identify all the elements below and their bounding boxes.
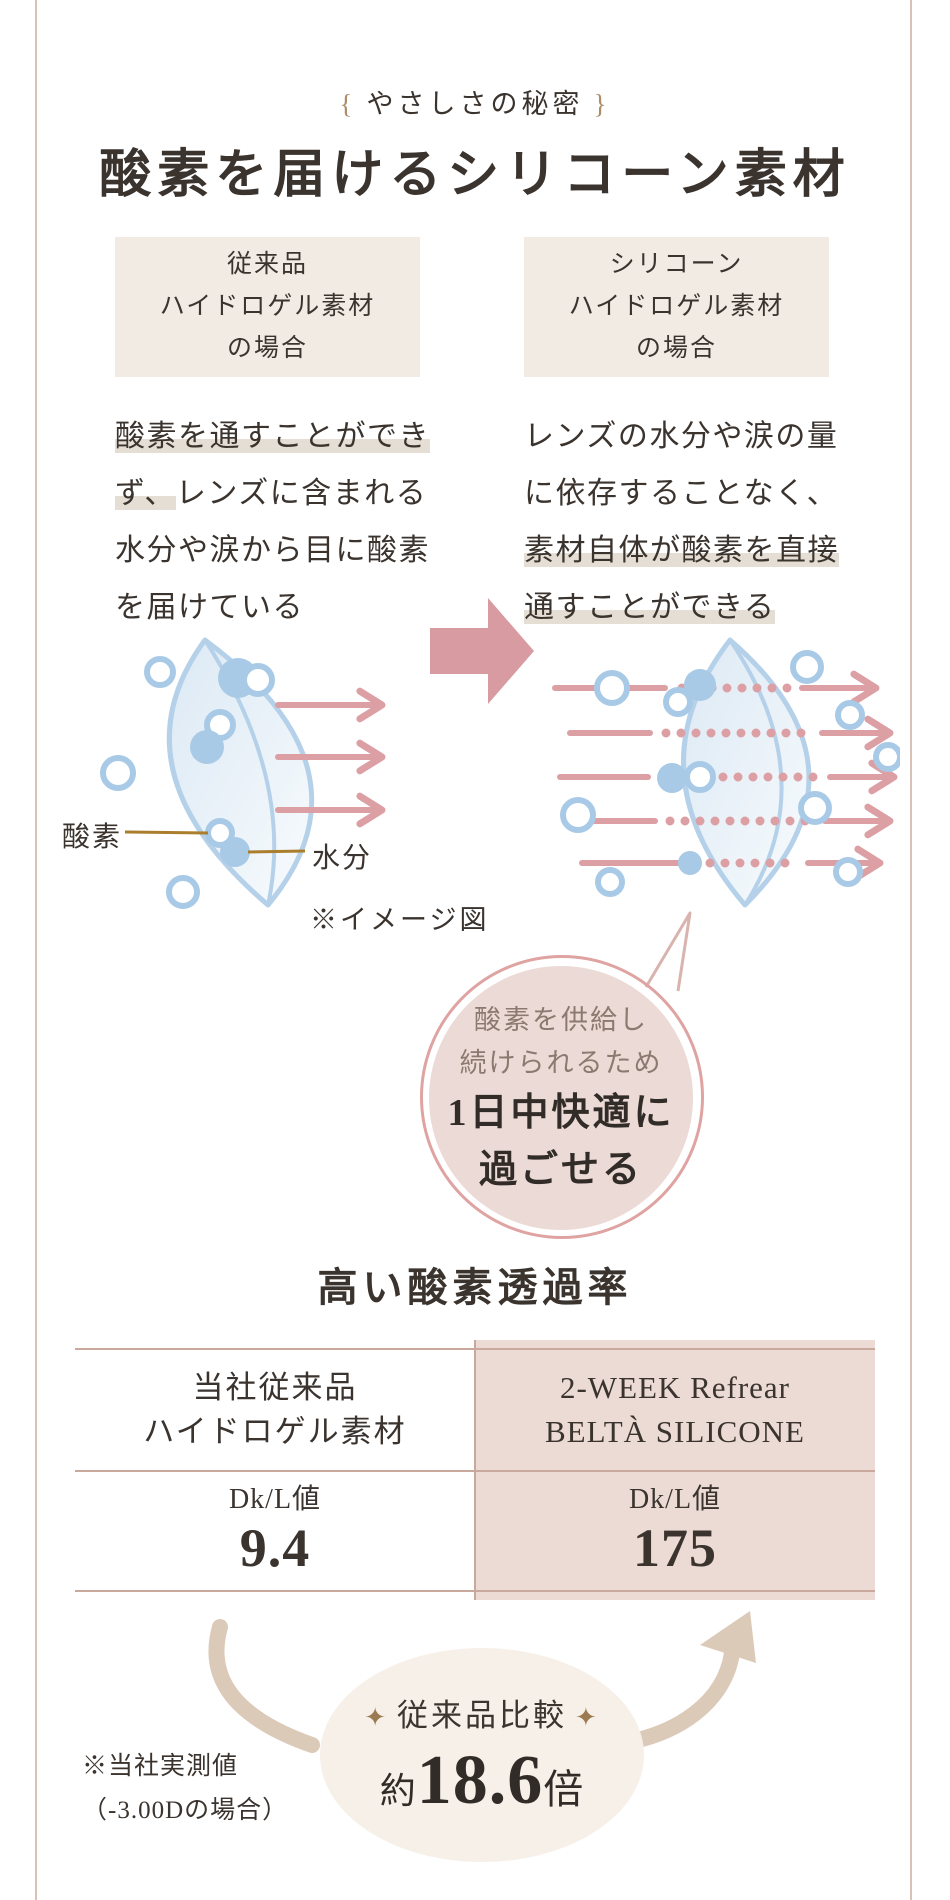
conventional-value-cell: Dk/L値 9.4 [75,1472,475,1590]
tagline: { やさしさの秘密} [0,82,950,121]
conventional-header-line: の場合 [226,335,308,362]
benefit-bubble: 酸素を供給し 続けられるため 1日中快適に 過ごせる [429,966,693,1230]
text-segment: に依存することなく、 [524,477,839,510]
image-caption: ※イメージ図 [310,905,490,935]
tagline-open-brace: { [339,89,357,119]
benefit-bubble-ring [420,955,704,1239]
silicone-header-line: シリコーン [609,251,744,278]
bubble-tail-icon [644,911,692,992]
dkl-metric-label: Dk/L値 [228,1484,322,1515]
text-segment: 酸素を通すことができ [115,420,430,453]
bubble-small-line: 続けられるため [459,1048,663,1078]
silicone-value-cell: Dk/L値 175 [475,1472,875,1590]
badge-label: 従来品比較 [397,1697,567,1733]
product-name-line: ハイドロゲル素材 [143,1414,407,1449]
conventional-lens-icon [100,637,315,909]
measurement-note: ※当社実測値 （-3.00Dの場合） [82,1745,288,1833]
product-name-line: 当社従来品 [192,1370,358,1405]
dkl-metric-label: Dk/L値 [628,1484,722,1515]
moisture-label: 水分 [312,843,373,874]
silicone-header-line: の場合 [635,335,717,362]
sparkle-icon: ✦ [364,1702,389,1732]
oxygen-bubbles-right [560,650,900,897]
conventional-header-line: 従来品 [226,251,308,278]
silicone-description: レンズの水分や涙の量 に依存することなく、 素材自体が酸素を直接 通すことができ… [524,408,854,636]
product-name-line: 2-WEEK Refrear [559,1370,791,1405]
left-border-line [35,0,37,1900]
badge-value-row: 約18.6倍 [380,1741,585,1821]
text-segment: レンズの水分や涙の量 [524,420,839,453]
badge-label-row: ✦ 従来品比較 ✦ [356,1690,608,1735]
conventional-header-box: 従来品 ハイドロゲル素材 の場合 [115,237,420,377]
bubble-small-line: 酸素を供給し [474,1005,648,1035]
right-border-line [910,0,912,1900]
conventional-product-cell: 当社従来品 ハイドロゲル素材 [75,1350,475,1470]
bubble-big-line: 過ごせる [478,1149,643,1191]
table-top-border [75,1348,875,1350]
badge-suffix: 倍 [543,1766,585,1812]
text-segment: レンズに含まれる [175,477,428,510]
conventional-description: 酸素を通すことができ ず、レンズに含まれる 水分や涙から目に酸素 を届けている [115,408,445,636]
permeability-heading: 高い酸素透過率 [317,1265,633,1310]
bubble-big-line: 1日中快適に [447,1092,675,1134]
table-row-divider [75,1470,875,1472]
note-line: ※当社実測値 [82,1753,239,1780]
permeability-table: 当社従来品 ハイドロゲル素材 2-WEEK Refrear BELTÀ SILI… [75,1340,875,1600]
conventional-header-line: ハイドロゲル素材 [159,293,376,320]
page-title: 酸素を届けるシリコーン素材 [99,147,851,204]
dkl-value: 175 [633,1518,717,1578]
dkl-value: 9.4 [239,1518,311,1578]
comparison-badge: ✦ 従来品比較 ✦ 約18.6倍 [320,1648,644,1862]
tagline-close-brace: } [593,89,611,119]
oxygen-flow-arrows-left [275,687,386,828]
tagline-text: やさしさの秘密 [366,89,584,119]
silicone-product-cell: 2-WEEK Refrear BELTÀ SILICONE [475,1350,875,1470]
oxygen-label: 酸素 [62,822,123,853]
product-name-line: BELTÀ SILICONE [545,1414,805,1449]
silicone-header-line: ハイドロゲル素材 [568,293,785,320]
badge-number: 18.6 [416,1741,544,1819]
text-segment: 水分や涙から目に酸素 [115,534,430,567]
note-line: （-3.00Dの場合） [82,1797,289,1824]
silicone-lens-icon [681,637,812,908]
sparkle-icon: ✦ [575,1702,600,1732]
text-segment: 素材自体が酸素を直接 [524,534,839,567]
text-segment: 通すことができる [524,591,776,624]
badge-prefix: 約 [379,1770,417,1811]
table-bottom-border [75,1590,875,1592]
transition-block-arrow-icon [430,598,534,704]
label-leader-lines [124,830,306,854]
text-segment: を届けている [115,591,304,624]
silicone-header-box: シリコーン ハイドロゲル素材 の場合 [524,237,829,377]
text-segment: ず、 [115,477,176,510]
lens-comparison-illustration [100,598,900,909]
